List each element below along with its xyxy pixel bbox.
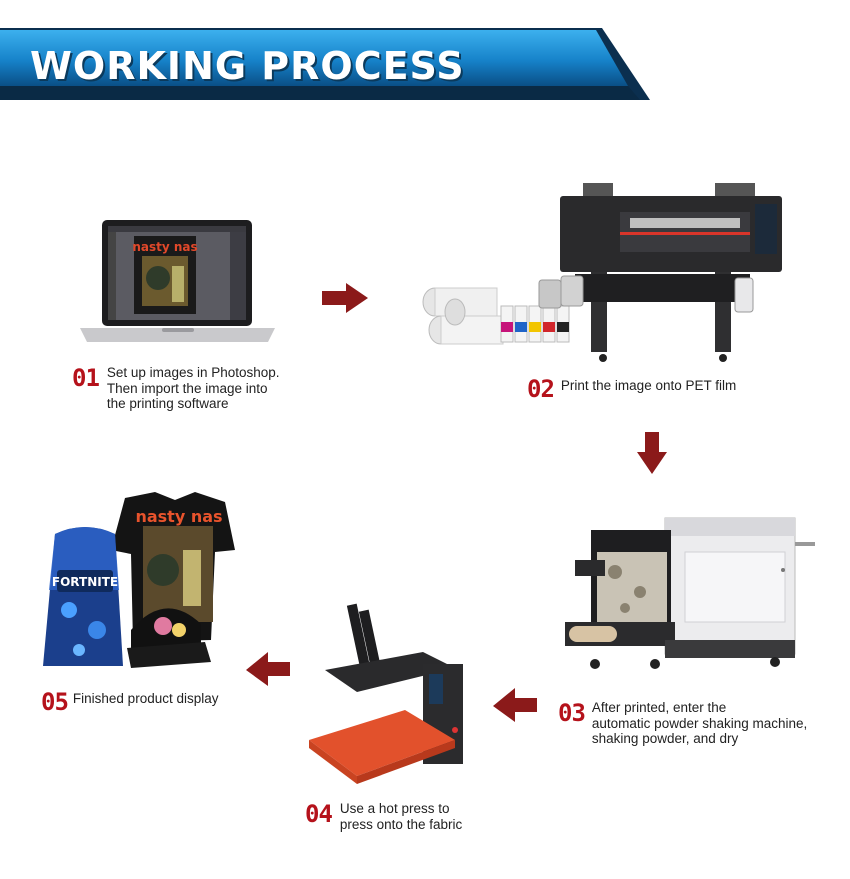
page-title: WORKING PROCESS [30, 44, 465, 88]
arrow-left-icon [246, 652, 290, 686]
title-banner [0, 28, 650, 100]
tshirt-art-text: nasty nas [135, 507, 222, 526]
step-3-text: After printed, enter the automatic powde… [591, 700, 808, 746]
printer-icon [422, 183, 782, 362]
step-4-text: Use a hot press to press onto the fabric [339, 801, 463, 832]
step-2-number: 02 [527, 375, 555, 403]
step-3-number: 03 [558, 699, 586, 727]
backpack-logo-text: FORTNITE [52, 575, 118, 589]
step-5-text: Finished product display [72, 691, 219, 706]
arrow-right-icon [322, 283, 368, 313]
laptop-screen-art-text: nasty nas [132, 240, 197, 254]
step-1-caption: 01 Set up images in Photoshop. Then impo… [72, 365, 280, 412]
powder-shaker-icon [565, 517, 815, 669]
step-5-number: 05 [41, 688, 69, 716]
step-4-number: 04 [305, 800, 333, 828]
heat-press-icon [309, 603, 463, 784]
step-1-number: 01 [72, 364, 100, 392]
arrow-down-icon [637, 432, 667, 474]
step-2-text: Print the image onto PET film [560, 378, 737, 393]
step-2-caption: 02 Print the image onto PET film [527, 377, 736, 401]
step-1-text: Set up images in Photoshop. Then import … [106, 365, 280, 411]
step-5-caption: 05 Finished product display [41, 690, 219, 714]
step-4-caption: 04 Use a hot press to press onto the fab… [305, 801, 462, 832]
products-icon: nasty nas FORTNITE [43, 492, 235, 668]
laptop-icon: nasty nas [80, 220, 275, 342]
step-3-caption: 03 After printed, enter the automatic po… [558, 700, 807, 747]
arrow-left-icon [493, 688, 537, 722]
